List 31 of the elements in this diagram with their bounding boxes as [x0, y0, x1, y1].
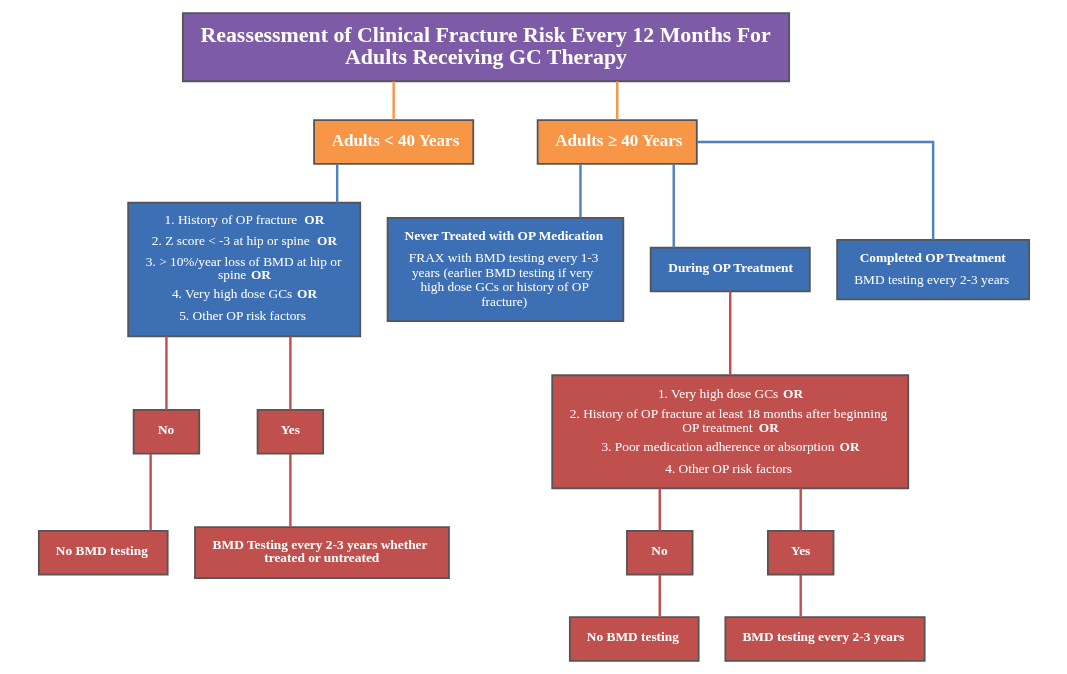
node-box: 1. Very high dose GCs OR 2. History of OP fracture at least 18 months after beginning OP treatment OR 3. Poor medication adherence or absorption OR 4. Other OP risk factors	[550, 374, 909, 490]
node-box: Adults ≥ 40 Years	[536, 119, 698, 165]
node-box: Reassessment of Clinical Fracture Risk Every 12 Months For Adults Receiving GC Therapy	[181, 12, 790, 83]
connector	[335, 164, 338, 203]
connector	[164, 336, 168, 410]
connector	[799, 574, 802, 617]
node-box: No BMD testing	[568, 616, 700, 662]
connector	[658, 488, 661, 531]
node-box: No BMD testing	[37, 529, 169, 576]
connector	[288, 453, 292, 527]
node-box: No	[132, 409, 200, 455]
node-box: Yes	[766, 529, 834, 576]
connector	[148, 453, 152, 531]
connector	[728, 291, 731, 376]
connector	[391, 81, 395, 120]
node-box: Yes	[256, 409, 324, 455]
node-box: BMD testing every 2-3 years	[723, 616, 926, 662]
node-box: No	[625, 529, 693, 576]
node-box: Completed OP Treatment BMD testing every 2-3 years	[835, 238, 1030, 301]
connector	[615, 81, 618, 120]
node-box: BMD Testing every 2-3 years whether treated or untreated	[193, 526, 450, 580]
connector	[672, 164, 675, 248]
node-box: Adults < 40 Years	[312, 119, 474, 165]
connector	[578, 164, 582, 218]
connector	[799, 488, 802, 531]
connector	[288, 336, 292, 410]
node-box: Never Treated with OP Medication FRAX with BMD testing every 1-3 years (earlier BMD testing if very high dose GCs or history of OP fracture)	[386, 217, 624, 323]
node-box: 1. History of OP fracture OR 2. Z score < -3 at hip or spine OR 3. > 10%/year loss of BMD at hip or spine OR 4. Very high dose GCs OR 5. Other OP risk factors	[126, 201, 361, 338]
connector	[696, 140, 934, 240]
connector	[658, 574, 661, 617]
node-box: During OP Treatment	[649, 246, 811, 293]
